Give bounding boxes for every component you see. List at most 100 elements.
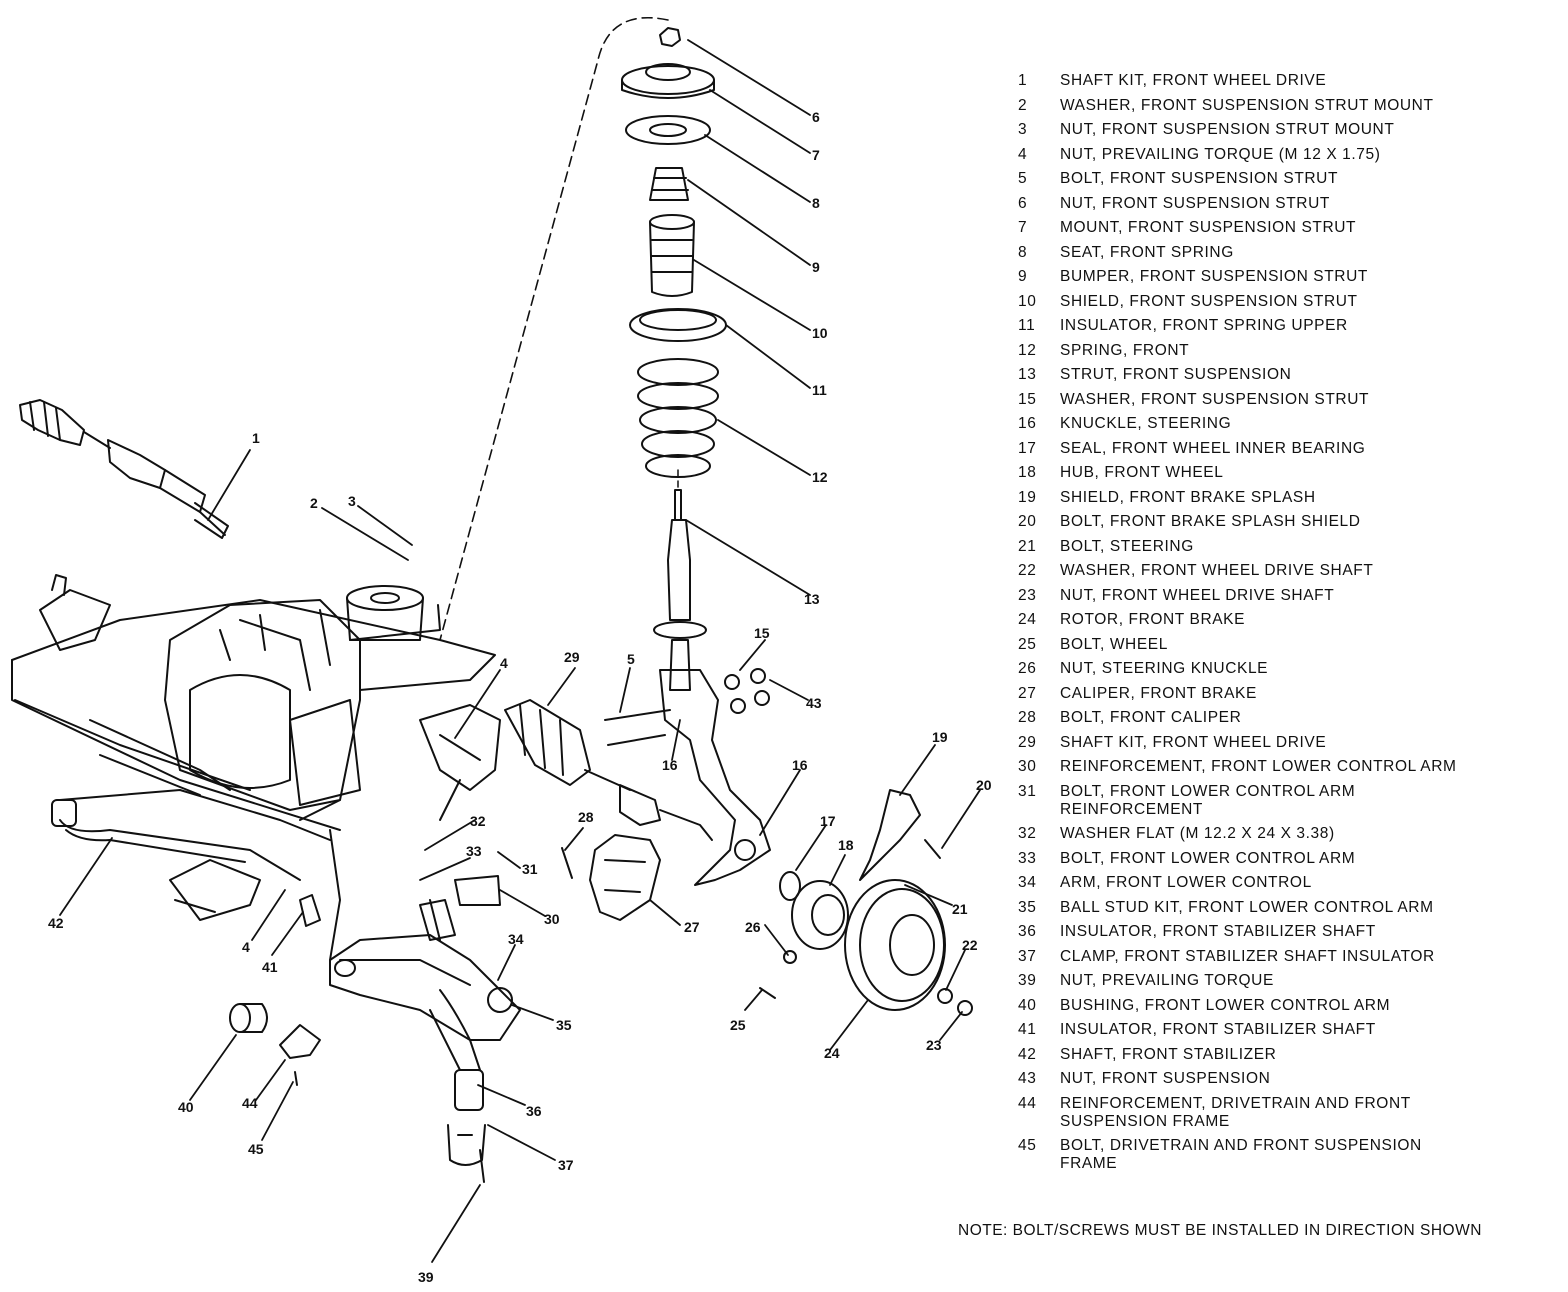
legend-item-description: BOLT, DRIVETRAIN AND FRONT SUSPENSION FR…	[1060, 1137, 1422, 1172]
legend-item-number: 20	[1018, 513, 1037, 530]
callout-6: 6	[812, 109, 820, 125]
callout-29: 29	[564, 649, 580, 665]
assembly-path-line	[439, 16, 669, 641]
legend-item-description: CLAMP, FRONT STABILIZER SHAFT INSULATOR	[1060, 947, 1435, 965]
legend-item-description: STRUT, FRONT SUSPENSION	[1060, 366, 1292, 383]
legend-item-number: 10	[1018, 292, 1037, 310]
installation-note: NOTE: BOLT/SCREWS MUST BE INSTALLED IN D…	[958, 1222, 1482, 1239]
callout-21: 21	[952, 901, 968, 917]
callout-32: 32	[470, 813, 486, 829]
legend-item-description: WASHER, FRONT SUSPENSION STRUT MOUNT	[1060, 96, 1434, 114]
bolt-45-drawing	[294, 1071, 298, 1086]
legend-item-description: NUT, FRONT SUSPENSION STRUT	[1060, 194, 1330, 212]
legend-item-description: SHAFT KIT, FRONT WHEEL DRIVE	[1060, 72, 1327, 89]
legend-item-description: BOLT, WHEEL	[1060, 635, 1168, 653]
legend-item-number: 35	[1018, 898, 1037, 916]
legend-item-number: 1	[1018, 72, 1028, 89]
callout-23: 23	[926, 1037, 942, 1053]
legend-item-description: INSULATOR, FRONT STABILIZER SHAFT	[1060, 1021, 1376, 1038]
legend-item-number: 15	[1018, 390, 1037, 408]
legend-item-number: 2	[1018, 96, 1028, 114]
bracket-44-drawing	[279, 1024, 321, 1059]
washer-22-drawing	[937, 988, 953, 1004]
legend-item-number: 9	[1018, 268, 1028, 285]
legend-item-description: BOLT, FRONT LOWER CONTROL ARM	[1060, 849, 1356, 867]
legend-item-description: BOLT, STEERING	[1060, 537, 1194, 555]
legend-item-number: 3	[1018, 121, 1028, 138]
legend-item-number: 25	[1018, 635, 1037, 653]
legend-item-description: SPRING, FRONT	[1060, 341, 1190, 359]
legend-item-description: NUT, FRONT WHEEL DRIVE SHAFT	[1060, 586, 1335, 604]
legend-item: 31 BOLT, FRONT LOWER CONTROL ARM REINFORC…	[1018, 783, 1558, 819]
frame-drawing	[11, 574, 501, 921]
legend-item-description: WASHER FLAT (M 12.2 X 24 X 3.38)	[1060, 825, 1335, 842]
legend-item-number: 31	[1018, 782, 1037, 800]
parts-legend: 1 SHAFT KIT, FRONT WHEEL DRIVE 2 WASHER, FR…	[1018, 72, 1558, 1180]
legend-item-description: MOUNT, FRONT SUSPENSION STRUT	[1060, 219, 1357, 236]
transaxle-drawing	[164, 599, 361, 811]
callout-27: 27	[684, 919, 700, 935]
legend-item: 1 SHAFT KIT, FRONT WHEEL DRIVE	[1018, 72, 1558, 90]
legend-item-description: NUT, FRONT SUSPENSION	[1060, 1070, 1271, 1087]
legend-item-number: 22	[1018, 562, 1037, 579]
callout-25: 25	[730, 1017, 746, 1033]
lower-control-arm-drawing	[329, 829, 521, 1041]
callout-44: 44	[242, 1095, 258, 1111]
legend-item-number: 21	[1018, 537, 1037, 555]
callout-37: 37	[558, 1157, 574, 1173]
legend-item: 20 BOLT, FRONT BRAKE SPLASH SHIELD	[1018, 513, 1558, 531]
callout-45: 45	[248, 1141, 264, 1157]
legend-item-description: BOLT, FRONT BRAKE SPLASH SHIELD	[1060, 513, 1361, 530]
legend-item-description: NUT, STEERING KNUCKLE	[1060, 660, 1269, 677]
legend-item-number: 42	[1018, 1045, 1037, 1063]
legend-item-number: 30	[1018, 758, 1037, 775]
bolt-20-drawing	[924, 839, 941, 859]
callout-41: 41	[262, 959, 278, 975]
legend-item-description: BOLT, FRONT LOWER CONTROL ARM REINFORCEM…	[1060, 782, 1356, 818]
legend-item-number: 6	[1018, 194, 1028, 212]
legend-item-number: 19	[1018, 488, 1037, 506]
callout-10: 10	[812, 325, 828, 341]
legend-item-description: SHIELD, FRONT SUSPENSION STRUT	[1060, 292, 1358, 310]
legend-item-number: 34	[1018, 874, 1037, 891]
drive-shaft-1-drawing	[19, 399, 229, 539]
legend-item-number: 4	[1018, 145, 1028, 163]
callout-28: 28	[578, 809, 594, 825]
callout-9: 9	[812, 259, 820, 275]
splash-shield-19-drawing	[859, 789, 921, 881]
callout-13: 13	[804, 591, 820, 607]
drive-shaft-29-drawing	[504, 699, 713, 841]
callout-31: 31	[522, 861, 538, 877]
callout-42: 42	[48, 915, 64, 931]
legend-item-number: 44	[1018, 1094, 1037, 1112]
callout-39: 39	[418, 1269, 434, 1285]
caliper-drawing	[561, 834, 661, 921]
legend-item-number: 13	[1018, 366, 1037, 383]
callout-1: 1	[252, 430, 260, 446]
legend-item-description: ROTOR, FRONT BRAKE	[1060, 611, 1246, 628]
legend-item-number: 27	[1018, 684, 1037, 702]
callout-20: 20	[976, 777, 992, 793]
legend-item-number: 43	[1018, 1070, 1037, 1087]
legend-item-description: SEAT, FRONT SPRING	[1060, 243, 1234, 261]
